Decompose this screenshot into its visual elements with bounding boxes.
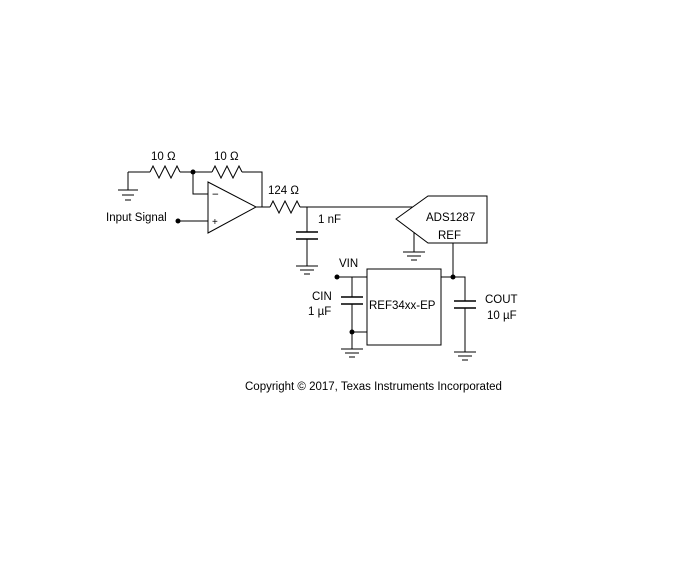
ground-symbol-left [118,172,138,201]
input-signal-label: Input Signal [106,212,167,224]
opamp-minus-sign: − [212,189,219,201]
resistor-r2 [211,164,243,180]
adc-label: ADS1287 [426,212,475,224]
copyright-notice: Copyright © 2017, Texas Instruments Inco… [245,381,502,393]
resistor-r3 [269,199,301,215]
capacitor-c1-label: 1 nF [318,214,341,226]
resistor-r1-label: 10 Ω [151,151,176,163]
resistor-r2-label: 10 Ω [214,151,239,163]
wire-ic-output [441,276,466,301]
voltage-reference-label: REF34xx-EP [369,300,436,312]
opamp-symbol [207,181,258,234]
adc-ads1287-block [395,195,488,244]
ground-symbol-cout [454,351,476,361]
wire-feedback [242,171,263,207]
ground-symbol-cin [341,348,363,358]
cin-name-label: CIN [312,291,332,303]
opamp-plus-sign: + [212,217,218,228]
voltage-reference-ic [366,268,442,346]
cout-value-label: 10 µF [487,310,517,322]
resistor-r3-label: 124 Ω [268,185,299,197]
ground-symbol-c1 [296,265,318,275]
vin-label: VIN [339,258,358,270]
resistor-r1 [149,164,181,180]
wire-inverting-input [192,172,208,195]
cin-value-label: 1 µF [308,306,331,318]
cout-name-label: COUT [485,294,518,306]
ground-symbol-adc [403,251,425,261]
adc-ref-pin-label: REF [438,230,461,242]
